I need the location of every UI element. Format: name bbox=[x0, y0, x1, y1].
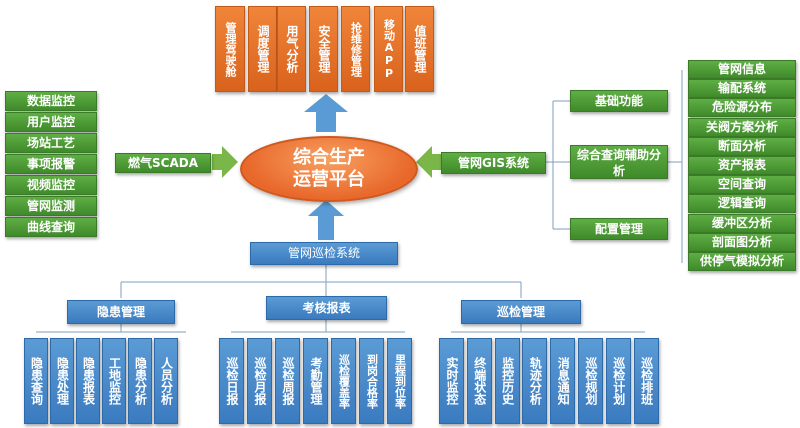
gis-item-8[interactable]: 缓冲区分析 bbox=[688, 213, 796, 233]
top-module-6[interactable]: 值班管理 bbox=[405, 6, 434, 92]
gis-item-2[interactable]: 危险源分布 bbox=[688, 98, 796, 118]
patrol-item-1-6[interactable]: 里程到位率 bbox=[387, 338, 412, 424]
top-module-3[interactable]: 安全管理 bbox=[309, 6, 338, 92]
gis-item-0[interactable]: 管网信息 bbox=[688, 60, 796, 79]
patrol-item-1-1[interactable]: 巡检月报 bbox=[247, 338, 272, 424]
scada-item-1[interactable]: 用户监控 bbox=[5, 112, 97, 132]
patrol-group-0[interactable]: 隐患管理 bbox=[67, 300, 175, 324]
scada-item-6[interactable]: 曲线查询 bbox=[5, 217, 97, 237]
gis-item-6[interactable]: 空间查询 bbox=[688, 175, 796, 195]
up-arrows bbox=[304, 94, 348, 240]
scada-label[interactable]: 燃气SCADA bbox=[115, 153, 211, 173]
patrol-item-2-5[interactable]: 巡检规划 bbox=[578, 338, 603, 424]
gis-item-3[interactable]: 关阀方案分析 bbox=[688, 117, 796, 137]
gis-item-10[interactable]: 供停气模拟分析 bbox=[688, 252, 796, 271]
patrol-item-0-1[interactable]: 隐患处理 bbox=[50, 338, 74, 424]
top-module-0[interactable]: 管理驾驶舱 bbox=[215, 6, 245, 92]
scada-item-0[interactable]: 数据监控 bbox=[5, 91, 97, 111]
patrol-item-0-5[interactable]: 人员分析 bbox=[154, 338, 178, 424]
patrol-item-1-5[interactable]: 到岗合格率 bbox=[359, 338, 384, 424]
patrol-item-0-3[interactable]: 工地监控 bbox=[102, 338, 126, 424]
gis-branch-query[interactable]: 综合查询辅助分析 bbox=[570, 145, 668, 179]
patrol-item-1-0[interactable]: 巡检日报 bbox=[219, 338, 244, 424]
patrol-item-2-6[interactable]: 巡检计划 bbox=[605, 338, 631, 424]
gis-branch-basic[interactable]: 基础功能 bbox=[570, 90, 668, 112]
gis-branch-config[interactable]: 配置管理 bbox=[570, 218, 668, 240]
patrol-item-2-3[interactable]: 轨迹分析 bbox=[522, 338, 548, 424]
patrol-item-2-0[interactable]: 实时监控 bbox=[439, 338, 464, 424]
patrol-item-0-0[interactable]: 隐患查询 bbox=[24, 338, 48, 424]
gis-label[interactable]: 管网GIS系统 bbox=[441, 152, 546, 174]
patrol-group-2[interactable]: 巡检管理 bbox=[461, 300, 581, 324]
patrol-label[interactable]: 管网巡检系统 bbox=[250, 242, 398, 265]
gis-item-1[interactable]: 输配系统 bbox=[688, 79, 796, 99]
patrol-item-2-4[interactable]: 消息通知 bbox=[550, 338, 576, 424]
patrol-item-0-2[interactable]: 隐患报表 bbox=[76, 338, 100, 424]
top-module-5[interactable]: 移动APP bbox=[374, 6, 403, 92]
patrol-item-2-2[interactable]: 监控历史 bbox=[494, 338, 520, 424]
gis-item-4[interactable]: 断面分析 bbox=[688, 136, 796, 156]
top-module-2[interactable]: 用气分析 bbox=[277, 6, 306, 92]
center-title-line1: 综合生产 bbox=[293, 147, 365, 168]
scada-item-2[interactable]: 场站工艺 bbox=[5, 133, 97, 153]
scada-item-4[interactable]: 视频监控 bbox=[5, 175, 97, 195]
scada-item-5[interactable]: 管网监测 bbox=[5, 196, 97, 216]
patrol-item-2-7[interactable]: 巡检排班 bbox=[633, 338, 659, 424]
patrol-group-1[interactable]: 考核报表 bbox=[266, 296, 387, 320]
side-arrows bbox=[212, 146, 442, 178]
patrol-item-1-3[interactable]: 考勤管理 bbox=[303, 338, 328, 424]
patrol-item-0-4[interactable]: 隐患分析 bbox=[128, 338, 152, 424]
patrol-item-1-2[interactable]: 巡检周报 bbox=[275, 338, 300, 424]
gis-item-9[interactable]: 剖面图分析 bbox=[688, 232, 796, 252]
center-title-line2: 运营平台 bbox=[293, 169, 365, 190]
top-module-1[interactable]: 调度管理 bbox=[248, 6, 277, 92]
gis-item-7[interactable]: 逻辑查询 bbox=[688, 194, 796, 214]
gis-item-5[interactable]: 资产报表 bbox=[688, 156, 796, 175]
top-module-4[interactable]: 抢维修管理 bbox=[341, 6, 370, 92]
scada-item-3[interactable]: 事项报警 bbox=[5, 154, 97, 174]
patrol-item-2-1[interactable]: 终端状态 bbox=[466, 338, 492, 424]
platform-center[interactable]: 综合生产 运营平台 bbox=[240, 136, 418, 202]
patrol-item-1-4[interactable]: 巡检覆盖率 bbox=[331, 338, 356, 424]
